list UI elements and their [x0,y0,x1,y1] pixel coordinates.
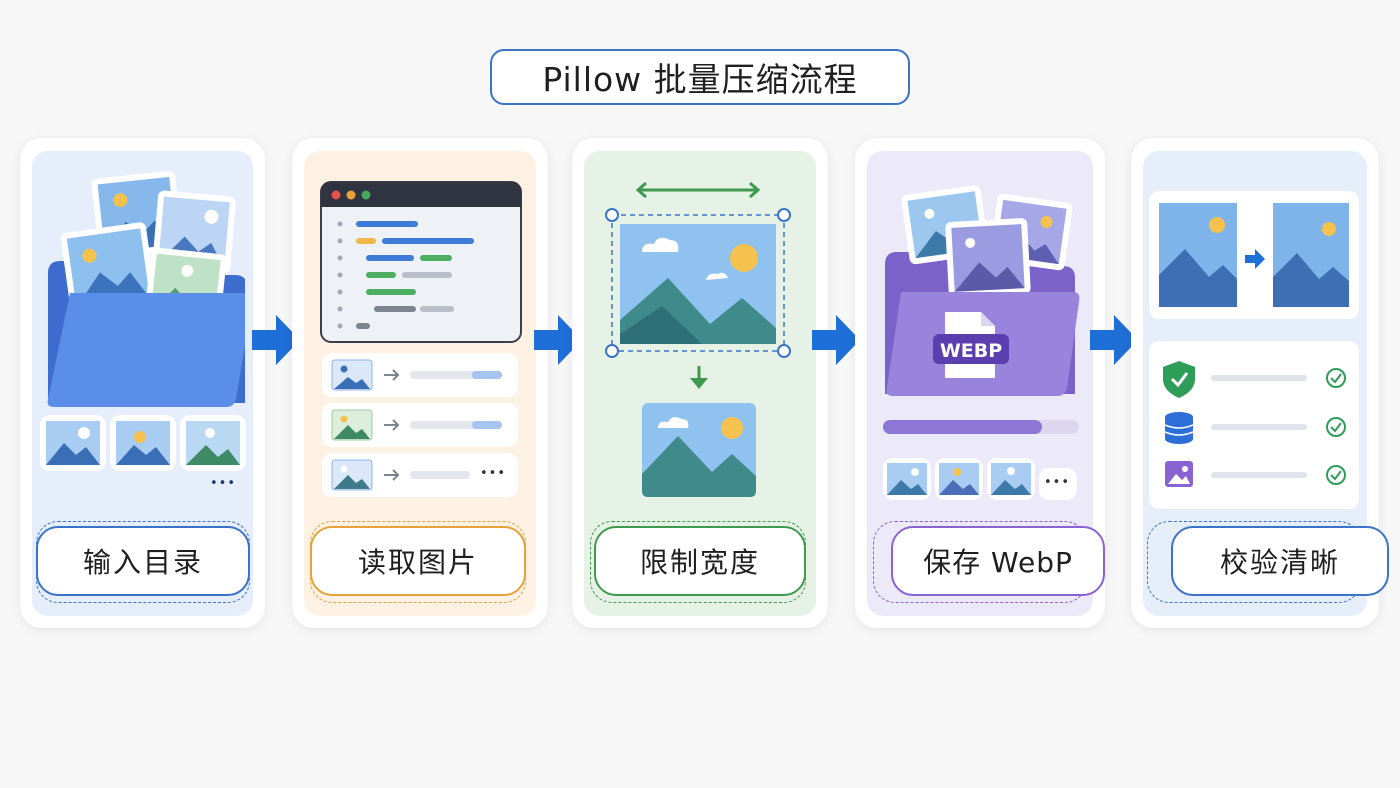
thumbnail-image [40,415,106,471]
thumbnail-image [110,415,176,471]
flow-arrow-icon [1090,315,1138,365]
progress-bar-fill [883,420,1042,434]
step-card-read-images: ••• 读取图片 [292,138,548,628]
diagram-title: Pillow 批量压缩流程 [490,49,910,105]
more-indicator: ••• [480,466,507,481]
webp-folder-icon [885,185,1080,396]
before-after-icon [1159,203,1349,307]
progress-bar-track [883,420,1079,434]
thumbnail-image [935,458,983,500]
step-label: 输入目录 [36,526,250,596]
step-card-save-webp: WEBP ••• 保存 WebP [855,138,1105,628]
flow-arrow-icon [534,315,582,365]
code-window-icon [320,181,522,343]
more-panel: ••• [1039,468,1077,500]
file-row [322,403,518,447]
step-label: 校验清晰 [1171,526,1389,596]
more-indicator: ••• [1044,475,1071,490]
thumbnail-image [883,458,931,500]
step-label: 读取图片 [310,526,526,596]
step-card-input-directory: ••• 输入目录 [20,138,265,628]
step-label: 限制宽度 [594,526,806,596]
thumbnail-image [180,415,246,471]
checklist-panel [1149,341,1359,509]
webp-badge: WEBP [939,340,1003,362]
resize-image-icon [605,181,791,497]
file-row [322,353,518,397]
flow-arrow-icon [812,315,860,365]
checklist-icon [1163,361,1346,487]
more-indicator: ••• [210,476,237,491]
step-label: 保存 WebP [891,526,1105,596]
thumbnail-image [987,458,1035,500]
folder-with-images-icon [47,170,245,407]
flow-arrow-icon [252,315,300,365]
step-card-limit-width: 限制宽度 [572,138,828,628]
comparison-panel [1149,191,1359,319]
file-row: ••• [322,453,518,497]
step-card-verify-clarity: 校验清晰 [1131,138,1389,628]
